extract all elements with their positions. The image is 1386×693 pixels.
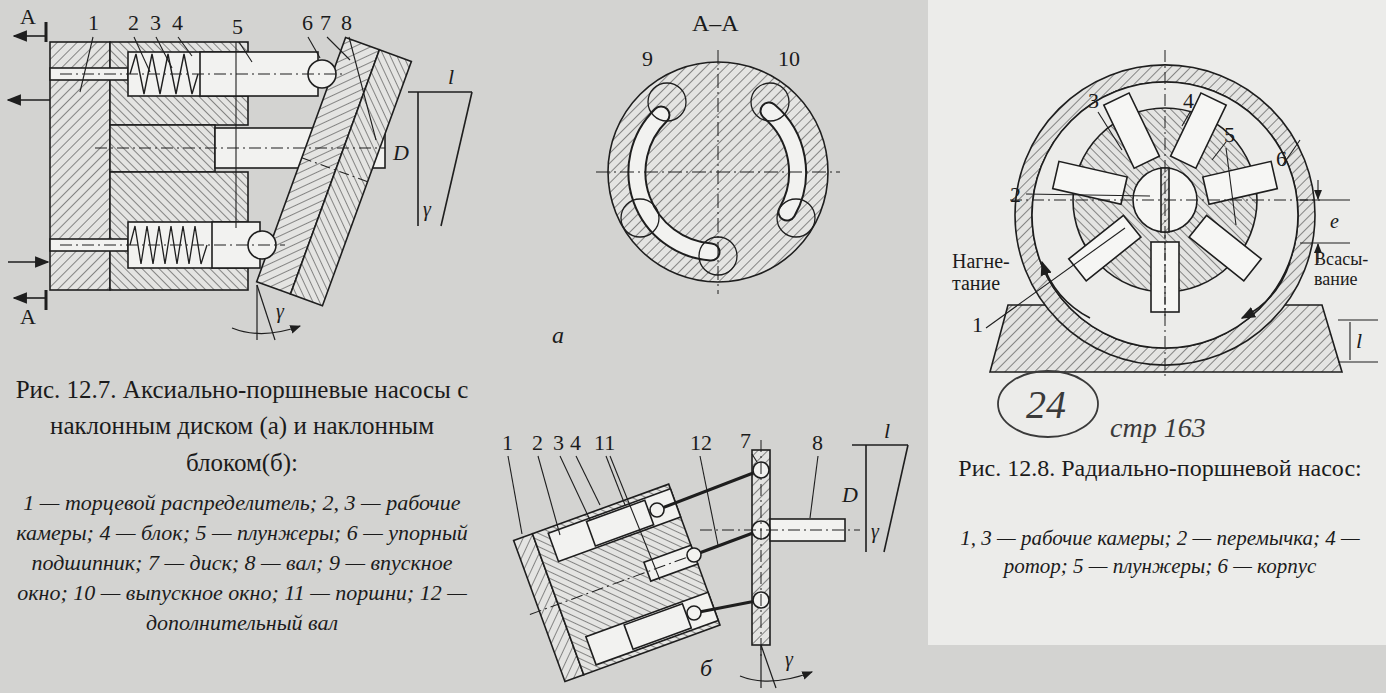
dimension-label: l	[884, 418, 890, 443]
callout-number: 6	[1276, 146, 1287, 171]
swash-plate-pump	[8, 22, 472, 340]
callout-number: 2	[128, 10, 139, 35]
radial-piston-pump	[986, 50, 1378, 437]
dimension-label: D	[393, 140, 409, 165]
callout-number: 4	[172, 10, 183, 35]
callout-number: 7	[740, 428, 751, 453]
figure-caption: Рис. 12.7. Аксиально-поршневые насосы с …	[6, 372, 478, 481]
paper-panel	[928, 0, 1386, 645]
dimension-label: l	[448, 64, 454, 89]
callout-number: 4	[1183, 88, 1194, 113]
callout-number: 2	[532, 430, 543, 455]
callout-number: 11	[594, 430, 615, 455]
figure-letter: б	[700, 655, 712, 683]
caption-legend: 1, 3 — рабочие камеры; 2 — перемычка; 4 …	[944, 524, 1376, 581]
callout-number: 4	[570, 430, 581, 455]
handwritten-note: стр 163	[1110, 412, 1206, 444]
callout-number: 12	[690, 430, 712, 455]
callout-number: 5	[1224, 122, 1235, 147]
handwritten-note: 24	[1026, 382, 1066, 428]
callout-number: 10	[778, 46, 800, 71]
dimension-label: l	[1356, 328, 1362, 353]
callout-number: 1	[88, 10, 99, 35]
figure-caption: Рис. 12.8. Радиально-поршневой насос:	[944, 452, 1376, 486]
angle-label: γ	[276, 300, 284, 323]
caption-legend: 1 — торцевой распределитель; 2, 3 — рабо…	[6, 488, 478, 638]
section-view	[596, 50, 840, 294]
callout-number: 7	[320, 10, 331, 35]
angle-label: γ	[423, 198, 431, 221]
callout-number: 1	[972, 312, 983, 337]
callout-number: 3	[150, 10, 161, 35]
flow-label: Всасы- вание	[1314, 250, 1384, 290]
callout-number: 8	[812, 430, 823, 455]
callout-number: 9	[642, 46, 653, 71]
section-mark: А	[20, 304, 36, 329]
callout-number: 1	[502, 430, 513, 455]
callout-number: 6	[302, 10, 313, 35]
callout-number: 3	[553, 430, 564, 455]
callout-number: 3	[1088, 88, 1099, 113]
dimension-label: D	[842, 482, 858, 507]
figure-letter: а	[552, 322, 564, 350]
angle-label: γ	[871, 520, 879, 543]
section-title: А–А	[692, 10, 739, 38]
dimension-label: е	[1330, 210, 1339, 233]
bent-axis-pump	[504, 440, 908, 688]
callout-number: 2	[1010, 182, 1021, 207]
flow-label: Нагне- тание	[952, 250, 1018, 294]
callout-number: 5	[232, 14, 243, 39]
angle-label: γ	[785, 648, 793, 671]
section-mark: А	[20, 4, 36, 29]
callout-number: 8	[341, 10, 352, 35]
